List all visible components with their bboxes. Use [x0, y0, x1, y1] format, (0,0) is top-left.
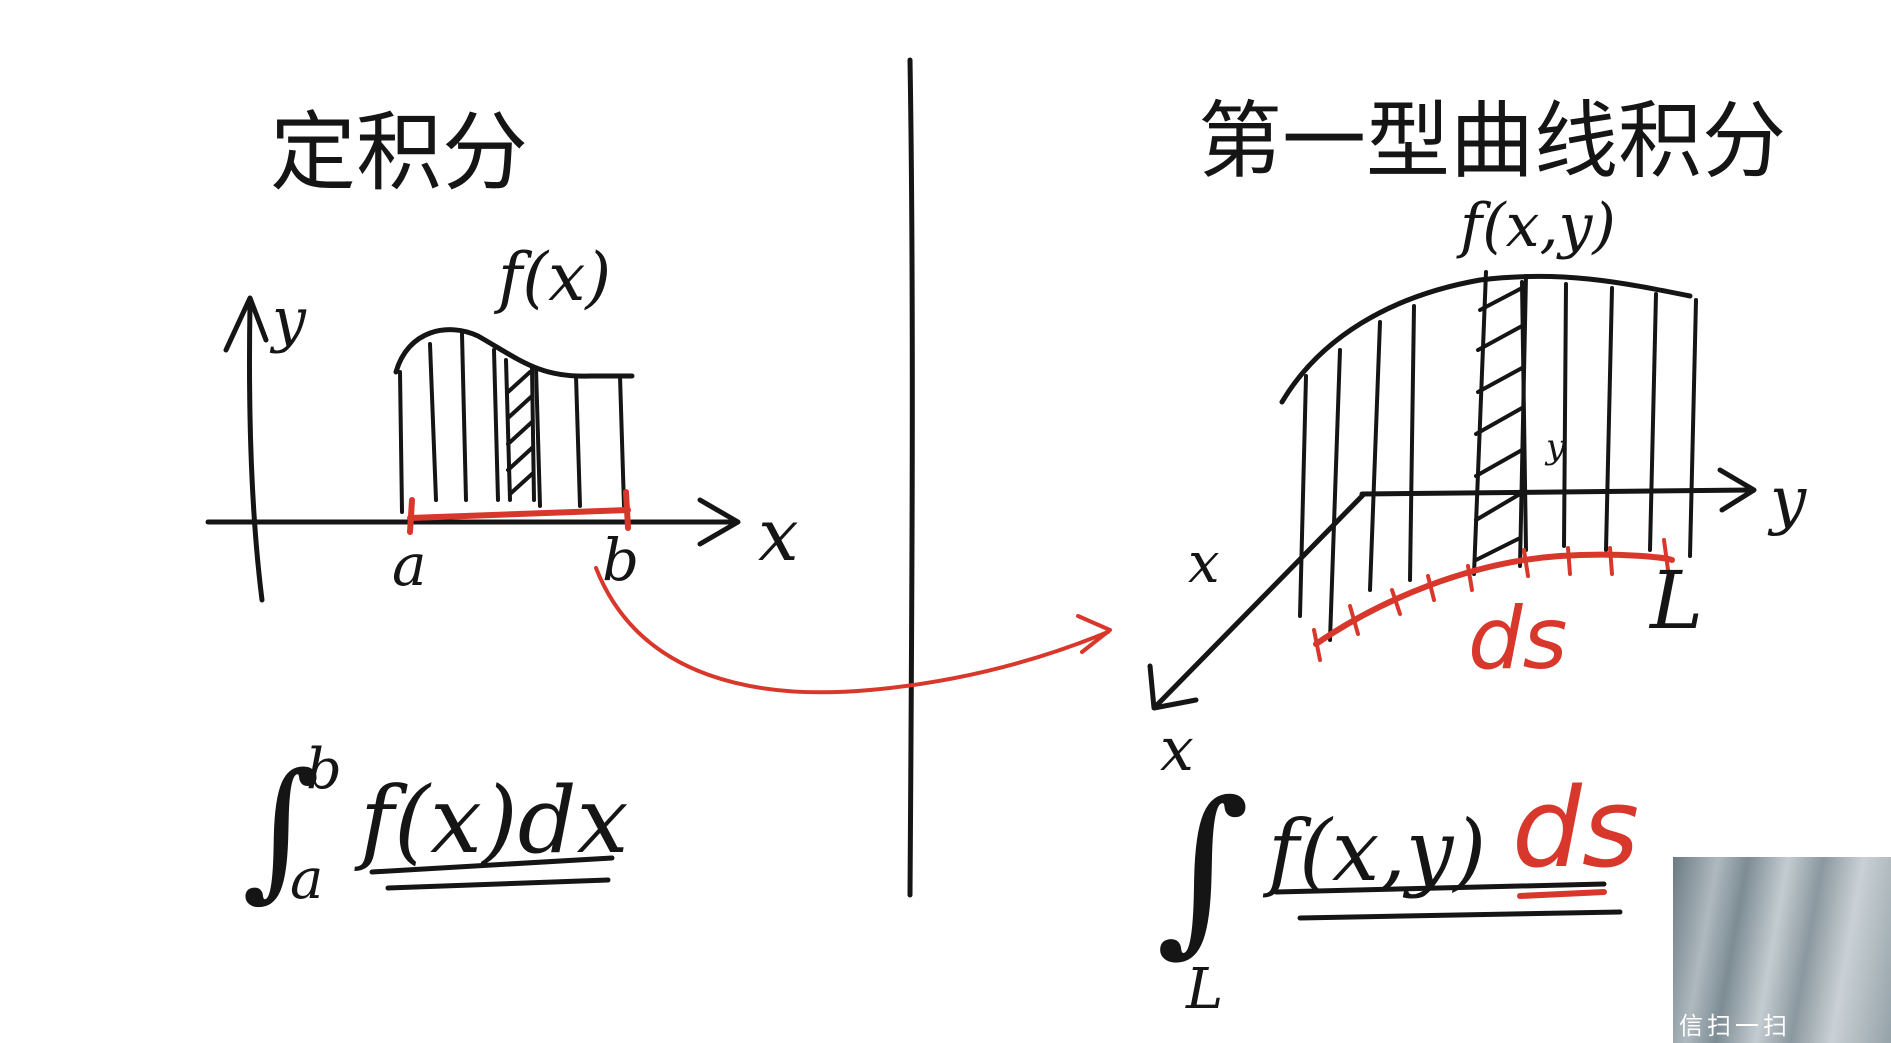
webcam-caption: 信扫一扫: [1679, 1012, 1791, 1040]
left-interval-tick-a: [407, 497, 415, 535]
left-x-label: x: [758, 493, 799, 577]
right-y-axis: [1359, 487, 1755, 497]
right-y-axis-arrowhead: [1717, 467, 1757, 513]
right-integrand: f(x,y): [1262, 802, 1486, 900]
left-hatched-strip: [504, 358, 536, 502]
right-title: 第一型曲线积分: [1198, 92, 1786, 190]
right-integral-lower: L: [1185, 957, 1223, 1022]
right-formula-underline-red: [1517, 889, 1607, 899]
right-curve-label: L: [1648, 554, 1703, 647]
right-formula-ds: ds: [1512, 764, 1639, 892]
left-x-axis-arrowhead: [697, 497, 741, 547]
right-surface-curve: [1279, 273, 1693, 405]
right-formula-underline-2: [1297, 909, 1623, 921]
right-curve-L: [1313, 551, 1675, 647]
left-formula-underline-2: [385, 877, 611, 891]
webcam-overlay: 信扫一扫: [1673, 857, 1891, 1043]
left-y-axis-arrowhead: [223, 295, 269, 353]
left-interval-tick-b: [623, 489, 631, 531]
left-title: 定积分: [270, 103, 528, 203]
right-integral-sign: ∫: [1156, 764, 1250, 973]
left-integral-upper: b: [306, 737, 342, 802]
right-area-strips: [1298, 280, 1698, 642]
panel-divider: [907, 57, 915, 898]
right-x-axis: [1153, 491, 1367, 709]
transition-arrow: [594, 566, 1110, 695]
right-formula-underline-1: [1273, 881, 1607, 895]
right-inner-y-label: y: [1544, 427, 1566, 467]
left-area-strips: [398, 332, 626, 514]
right-inner-x-label: x: [1188, 531, 1220, 596]
left-integrand: f(x)dx: [354, 767, 629, 874]
left-formula-underline-1: [369, 855, 615, 875]
right-y-label: y: [1767, 464, 1807, 538]
left-formula: ∫ b a f(x)dx: [242, 737, 629, 916]
left-b-label: b: [602, 526, 639, 594]
left-interval-ab: [407, 507, 631, 521]
right-formula: ∫ L f(x,y) ds: [1156, 764, 1639, 1022]
right-hatched-strip: [1472, 270, 1528, 576]
left-panel: 定积分 y x f(x): [205, 103, 799, 916]
left-integral-lower: a: [290, 847, 323, 912]
right-curve-ticks: [1312, 538, 1670, 662]
right-func-label: f(x,y): [1456, 191, 1616, 261]
right-panel: 第一型曲线积分 f(x,y): [1147, 92, 1807, 1022]
left-y-axis: [247, 302, 265, 603]
left-function-curve: [393, 327, 635, 379]
right-ds-label: ds: [1468, 589, 1567, 689]
transition-arrowhead: [1076, 614, 1112, 654]
left-a-label: a: [392, 531, 427, 599]
left-integral-sign: ∫: [242, 742, 320, 916]
right-x-axis-arrowhead: [1147, 663, 1199, 711]
left-y-label: y: [269, 285, 307, 355]
left-func-label: f(x): [493, 239, 611, 316]
right-x-label: x: [1160, 715, 1194, 785]
